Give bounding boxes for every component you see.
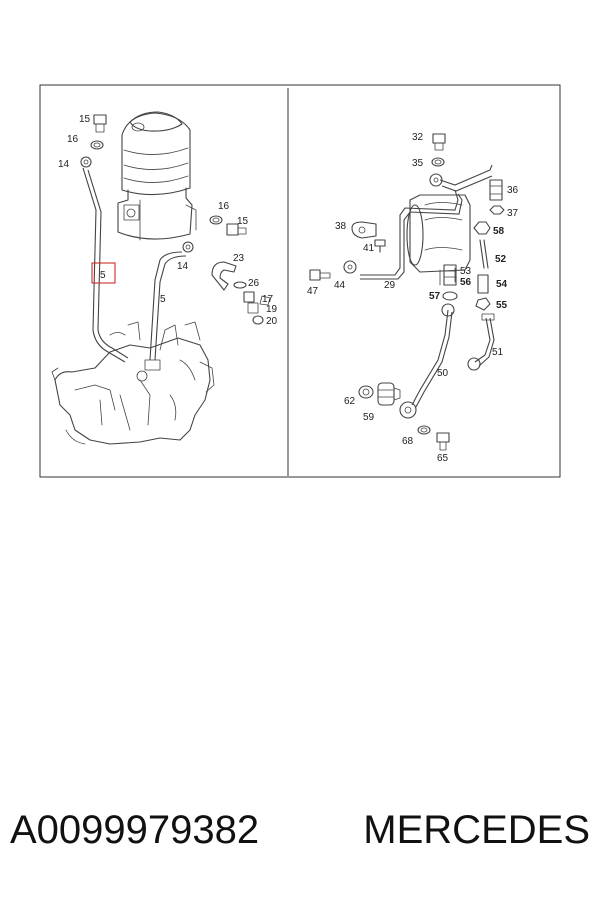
nut-58 [473, 221, 491, 235]
label-17: 17 [262, 294, 274, 305]
pipe-52 [479, 239, 489, 269]
pipe-5-short [149, 251, 187, 361]
fitting-53-56 [443, 264, 457, 286]
sleeve-54 [477, 274, 489, 294]
fitting-19 [247, 302, 259, 314]
label-44: 44 [334, 280, 346, 291]
label-16-top: 16 [67, 134, 79, 145]
nut-26 [233, 281, 247, 289]
bolt-47 [309, 269, 331, 281]
pipe-5-long [82, 167, 129, 363]
banjo-44 [343, 260, 357, 274]
label-26: 26 [248, 278, 260, 289]
label-35: 35 [412, 158, 424, 169]
label-19: 19 [266, 304, 278, 315]
label-5-highlighted: 5 [100, 270, 106, 281]
label-41: 41 [363, 243, 375, 254]
label-37: 37 [507, 208, 519, 219]
fitting-17 [243, 291, 255, 303]
brand-name: MERCEDES [363, 807, 590, 852]
parts-diagram: 15 16 14 16 15 14 23 26 17 19 20 5 5 [39, 84, 561, 478]
bolt-15-mid [226, 223, 247, 236]
label-52: 52 [495, 254, 507, 265]
label-59: 59 [363, 412, 375, 423]
bolt-15-left [93, 114, 107, 133]
bolt-65 [436, 432, 450, 451]
label-16-mid: 16 [218, 201, 230, 212]
nut-37 [489, 205, 505, 215]
part-number: A0099979382 [10, 807, 260, 852]
compressor-assembly [117, 111, 197, 253]
banjo-14-left [80, 156, 92, 168]
clip-38 [351, 221, 377, 239]
highlight-box-5 [91, 262, 116, 284]
label-36: 36 [507, 185, 519, 196]
washer-62 [358, 385, 374, 399]
caption-bar: A0099979382 MERCEDES [0, 800, 600, 860]
label-15-mid: 15 [237, 216, 249, 227]
label-56: 56 [460, 277, 472, 288]
label-15-top: 15 [79, 114, 91, 125]
pipe-top-right [439, 164, 493, 192]
label-47: 47 [307, 286, 319, 297]
label-14-mid: 14 [177, 261, 189, 272]
washer-20 [252, 315, 264, 325]
label-62: 62 [344, 396, 356, 407]
pipe-51 [474, 317, 495, 367]
washer-35 [431, 157, 445, 167]
compressor-housing-right [406, 194, 471, 286]
label-20: 20 [266, 316, 278, 327]
pipe-29 [360, 189, 459, 276]
label-65: 65 [437, 453, 449, 464]
label-14-top: 14 [58, 159, 70, 170]
washer-16-left [90, 140, 104, 150]
label-54: 54 [496, 279, 508, 290]
label-51: 51 [492, 347, 504, 358]
bolt-32 [432, 133, 446, 151]
label-23: 23 [233, 253, 245, 264]
elbow-23 [211, 261, 237, 291]
fitting-59 [377, 382, 401, 406]
label-5-pipe: 5 [160, 294, 166, 305]
label-32: 32 [412, 132, 424, 143]
fitting-36 [489, 179, 503, 201]
label-58: 58 [493, 226, 505, 237]
label-68: 68 [402, 436, 414, 447]
screw-41 [374, 239, 386, 253]
label-50: 50 [437, 368, 449, 379]
washer-57 [442, 291, 458, 301]
label-29: 29 [384, 280, 396, 291]
label-38: 38 [335, 221, 347, 232]
label-57: 57 [429, 291, 441, 302]
engine-block [51, 321, 215, 445]
label-55: 55 [496, 300, 508, 311]
label-53: 53 [460, 266, 472, 277]
diagram-frame [39, 84, 561, 478]
pipe-50 [411, 309, 453, 408]
washer-68 [417, 425, 431, 435]
fitting-55 [475, 297, 491, 311]
washer-16-mid [209, 215, 223, 225]
